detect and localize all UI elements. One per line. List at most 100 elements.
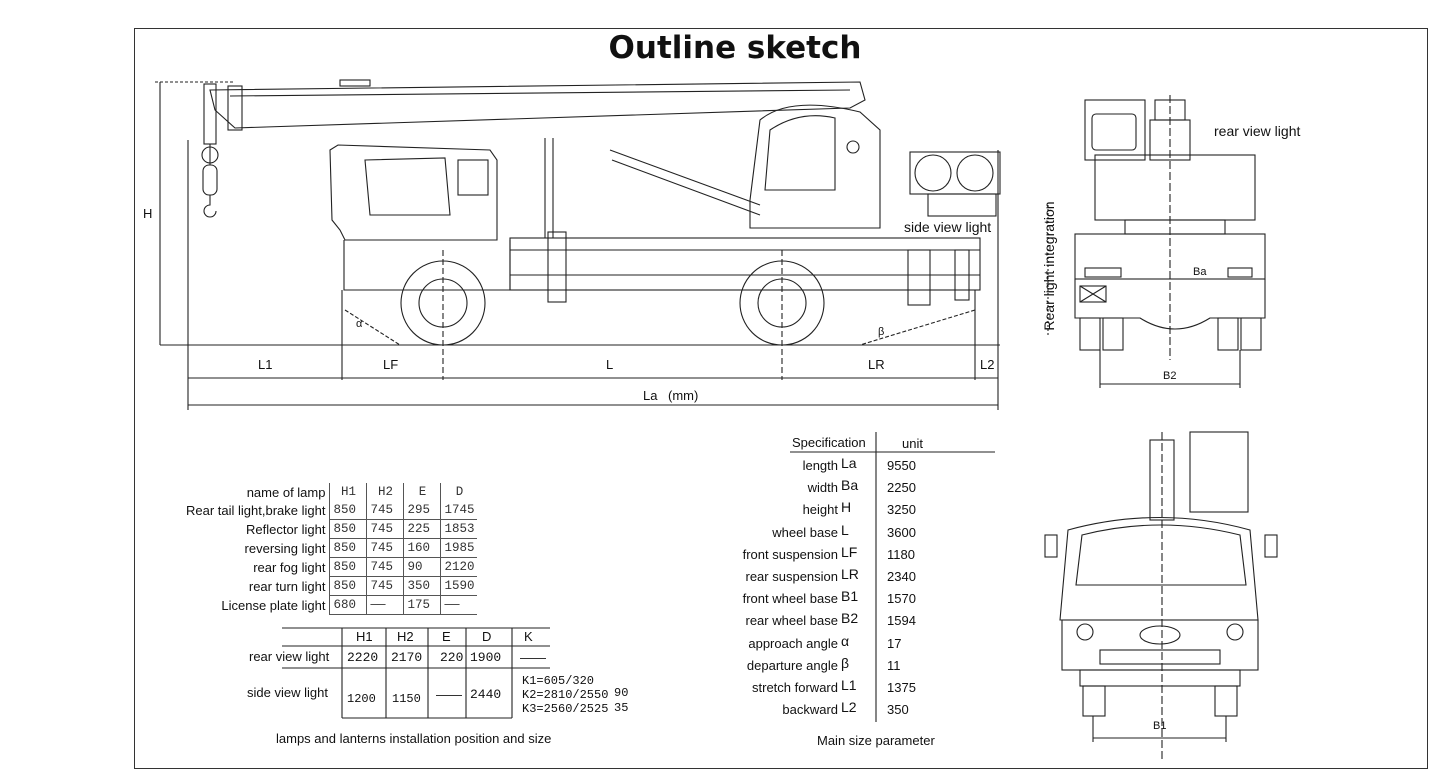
angle-alpha: α bbox=[356, 318, 363, 330]
vl-k1: K1=605/320 bbox=[522, 674, 595, 688]
spec-name: rear suspension bbox=[745, 569, 839, 584]
vl-rear-e: 220 bbox=[440, 650, 464, 665]
spec-name: front wheel base bbox=[742, 591, 838, 607]
lamp-h2: 745 bbox=[366, 576, 404, 596]
vl-rear-k: —— bbox=[520, 650, 546, 665]
lamp-e: 350 bbox=[403, 576, 441, 596]
spec-symbol: α bbox=[841, 632, 850, 649]
spec-value: 9550 bbox=[887, 458, 916, 473]
side-view-truck bbox=[155, 79, 1001, 410]
lamp-header-d: D bbox=[440, 483, 478, 501]
drawing-frame bbox=[134, 28, 1428, 769]
vl-side-h1: 1200 bbox=[347, 692, 376, 706]
spec-symbol: L bbox=[841, 521, 849, 538]
lamp-d: 2120 bbox=[440, 557, 478, 577]
dim-l2: L2 bbox=[980, 357, 995, 372]
table-row: Reflector light 850 745 225 1853 bbox=[183, 519, 478, 539]
table-row: Rear tail light,brake light 850 745 295 … bbox=[183, 501, 478, 520]
lamp-header-name: name of lamp bbox=[246, 484, 326, 500]
angle-beta: β bbox=[878, 326, 885, 338]
spec-name: width bbox=[807, 480, 838, 496]
lamp-name: License plate light bbox=[221, 597, 326, 613]
vl-rear-h2: 2170 bbox=[391, 650, 423, 665]
lamp-e: 90 bbox=[403, 557, 441, 577]
table-row: rear fog light 850 745 90 2120 bbox=[183, 557, 478, 577]
spec-symbol: LR bbox=[841, 566, 859, 582]
spec-symbol: L1 bbox=[841, 677, 857, 693]
spec-name: stretch forward bbox=[752, 680, 838, 695]
spec-value: 2250 bbox=[887, 480, 916, 496]
vl-header-h1: H1 bbox=[356, 629, 373, 644]
spec-symbol: L2 bbox=[841, 699, 857, 716]
vl-side-h2: 1150 bbox=[392, 692, 421, 706]
lamp-d: 1590 bbox=[440, 576, 478, 596]
table-row: rear turn light 850 745 350 1590 bbox=[183, 576, 478, 596]
lamp-header-h2: H2 bbox=[366, 483, 404, 501]
spec-value: 3250 bbox=[887, 502, 916, 518]
lamp-name: reversing light bbox=[244, 540, 326, 556]
dim-lr: LR bbox=[868, 357, 885, 372]
spec-name: rear wheel base bbox=[745, 613, 839, 629]
vl-side-d: 2440 bbox=[470, 687, 502, 702]
dim-h: H bbox=[143, 206, 153, 221]
spec-symbol: H bbox=[841, 499, 852, 516]
spec-value: 11 bbox=[887, 657, 901, 673]
vl-rear-name: rear view light bbox=[249, 649, 330, 664]
dim-l1: L1 bbox=[258, 357, 273, 372]
rear-b2-label: B2 bbox=[1163, 370, 1177, 382]
lamp-h1: 850 bbox=[329, 538, 367, 558]
spec-value: 1180 bbox=[887, 546, 915, 562]
lamp-h2: 745 bbox=[366, 557, 404, 577]
lamp-name: rear turn light bbox=[248, 578, 326, 594]
vl-k-extra-2: 35 bbox=[614, 701, 629, 715]
spec-table-lines bbox=[790, 432, 995, 722]
front-view-truck bbox=[1044, 431, 1278, 760]
spec-symbol: Ba bbox=[841, 477, 859, 494]
lamp-h1: 850 bbox=[329, 501, 367, 520]
vl-header-d: D bbox=[482, 629, 492, 644]
front-b1-label: B1 bbox=[1153, 720, 1167, 732]
spec-header-spec: Specification bbox=[792, 435, 866, 450]
spec-name: wheel base bbox=[772, 524, 838, 540]
lamp-h2: 745 bbox=[366, 538, 404, 558]
spec-name: length bbox=[802, 458, 838, 473]
lamp-name: Reflector light bbox=[245, 521, 326, 537]
lamp-name: rear fog light bbox=[253, 559, 326, 575]
table-row: License plate light 680 —— 175 —— bbox=[183, 595, 478, 615]
spec-name: departure angle bbox=[746, 657, 838, 673]
vl-header-h2: H2 bbox=[397, 629, 414, 644]
lamp-header-h1: H1 bbox=[329, 483, 367, 501]
spec-symbol: B1 bbox=[841, 588, 859, 605]
lamp-e: 225 bbox=[403, 519, 441, 539]
lamp-table-header: name of lamp H1 H2 E D bbox=[183, 483, 478, 501]
lamp-d: 1745 bbox=[440, 501, 478, 520]
spec-value: 3600 bbox=[887, 524, 916, 540]
vl-k2: K2=2810/2550 bbox=[522, 688, 609, 702]
spec-value: 350 bbox=[887, 702, 909, 718]
lamp-name: Rear tail light,brake light bbox=[186, 502, 326, 518]
lamp-h1: 680 bbox=[329, 595, 367, 615]
table-row: reversing light 850 745 160 1985 bbox=[183, 538, 478, 558]
rear-light-integration-label: Rear light integration bbox=[1041, 201, 1057, 331]
spec-value: 1375 bbox=[887, 680, 916, 695]
spec-header-unit: unit bbox=[902, 436, 923, 451]
spec-name: height bbox=[802, 502, 838, 518]
spec-symbol: B2 bbox=[841, 610, 859, 627]
spec-name: front suspension bbox=[742, 546, 838, 562]
page-title: Outline sketch bbox=[608, 30, 862, 66]
vl-rear-d: 1900 bbox=[470, 650, 502, 665]
lamp-table: name of lamp H1 H2 E D Rear tail light,b… bbox=[183, 483, 478, 615]
vl-side-e: —— bbox=[436, 687, 462, 702]
dim-l: L bbox=[606, 357, 614, 372]
dim-la: La bbox=[643, 388, 658, 403]
vl-k-extra-1: 90 bbox=[614, 686, 629, 700]
vl-header-e: E bbox=[442, 629, 451, 644]
spec-symbol: La bbox=[841, 455, 857, 471]
rear-view-light-label: rear view light bbox=[1214, 123, 1301, 139]
lamp-e: 175 bbox=[403, 595, 441, 615]
spec-value: 17 bbox=[887, 635, 902, 651]
lamp-h2: 745 bbox=[366, 501, 404, 520]
vl-side-name: side view light bbox=[247, 685, 328, 700]
unit-mm: (mm) bbox=[668, 388, 699, 403]
